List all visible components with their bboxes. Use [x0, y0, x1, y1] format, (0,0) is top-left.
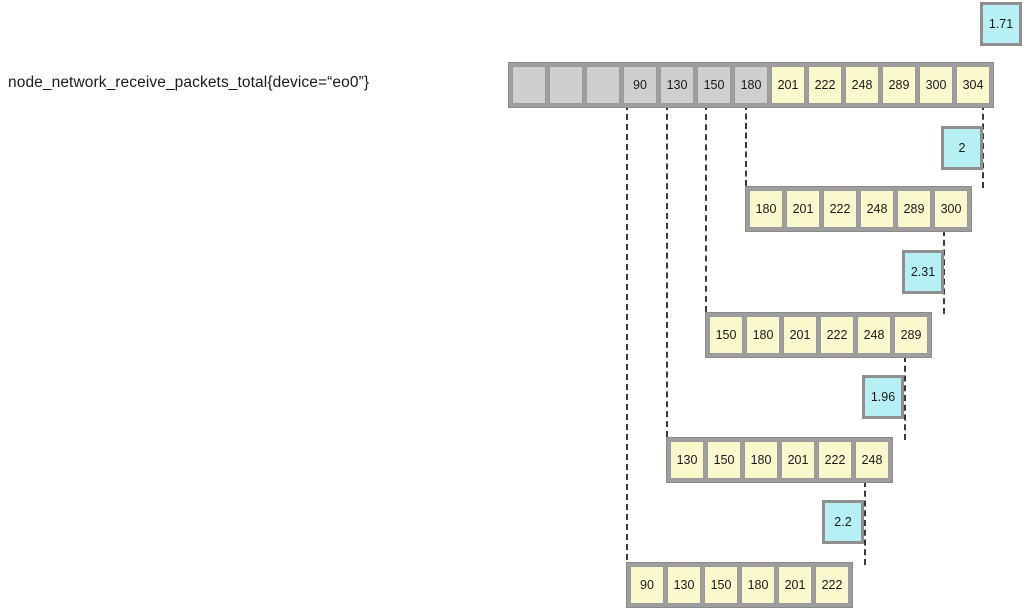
rate-value: 2.2	[834, 515, 852, 529]
sample-cell: 150	[707, 441, 741, 479]
sample-cell: 130	[670, 441, 704, 479]
sample-cell: 289	[894, 316, 928, 354]
rate-value: 2.31	[910, 265, 936, 279]
window-end-guide-4	[864, 481, 866, 565]
sample-cell: 304	[956, 66, 990, 104]
sample-cell: 248	[845, 66, 879, 104]
sample-cell: 300	[919, 66, 953, 104]
sample-cell: 180	[734, 66, 768, 104]
sample-cell: 201	[783, 316, 817, 354]
rate-badge-0: 1.71	[980, 2, 1022, 46]
sample-cell: 130	[660, 66, 694, 104]
sample-cell: 130	[667, 566, 701, 604]
sample-cell: 180	[741, 566, 775, 604]
rate-badge-4: 2.2	[822, 500, 864, 544]
sample-cell: 90	[623, 66, 657, 104]
window-guide-line-4	[745, 104, 747, 186]
sample-cell: 222	[823, 190, 857, 228]
window-guide-line-2	[666, 104, 668, 437]
sample-cell	[512, 66, 546, 104]
sample-cell: 150	[709, 316, 743, 354]
rate-value: 1.71	[988, 17, 1014, 31]
sample-cell: 222	[818, 441, 852, 479]
sample-cell: 222	[815, 566, 849, 604]
sample-cell: 201	[781, 441, 815, 479]
window-end-guide-1	[982, 104, 984, 188]
sample-cell: 289	[897, 190, 931, 228]
sample-cell: 300	[934, 190, 968, 228]
sample-cell: 248	[855, 441, 889, 479]
sample-cell: 150	[697, 66, 731, 104]
sample-cell: 248	[857, 316, 891, 354]
sample-cell: 248	[860, 190, 894, 228]
sample-cell: 222	[820, 316, 854, 354]
sample-cell: 180	[744, 441, 778, 479]
window-end-guide-2	[943, 230, 945, 314]
sample-cell: 90	[630, 566, 664, 604]
window-guide-line-3	[705, 104, 707, 312]
rate-badge-3: 1.96	[862, 375, 904, 419]
sample-cell: 201	[771, 66, 805, 104]
sample-cell: 222	[808, 66, 842, 104]
metric-series-label: node_network_receive_packets_total{devic…	[8, 74, 370, 91]
sample-cell	[586, 66, 620, 104]
sample-cell: 201	[786, 190, 820, 228]
rate-badge-1: 2	[941, 126, 983, 170]
window-guide-line-1	[626, 104, 628, 560]
sample-cell: 289	[882, 66, 916, 104]
window-end-guide-3	[904, 356, 906, 440]
rate-badge-2: 2.31	[902, 250, 944, 294]
rate-value: 1.96	[870, 390, 896, 404]
sample-cell: 150	[704, 566, 738, 604]
sample-cell: 180	[746, 316, 780, 354]
sample-cell: 180	[749, 190, 783, 228]
rate-value: 2	[958, 141, 966, 155]
sample-cell	[549, 66, 583, 104]
sample-cell: 201	[778, 566, 812, 604]
